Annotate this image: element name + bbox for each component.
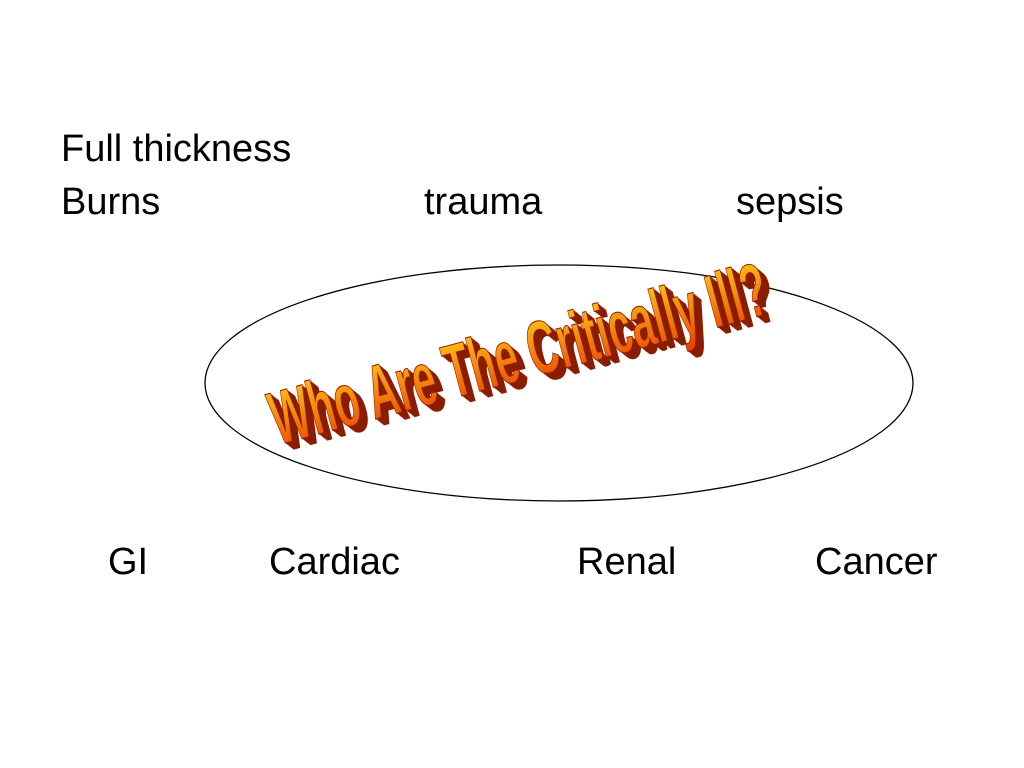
label-cancer: Cancer — [815, 541, 938, 583]
label-renal: Renal — [577, 541, 677, 583]
label-trauma: trauma — [424, 181, 543, 223]
label-burns: Burns — [61, 181, 161, 223]
oval-outline — [204, 264, 914, 502]
label-cardiac: Cardiac — [269, 541, 400, 583]
label-sepsis: sepsis — [736, 181, 844, 223]
label-gi: GI — [108, 541, 149, 583]
label-full-thickness: Full thickness — [61, 128, 292, 170]
